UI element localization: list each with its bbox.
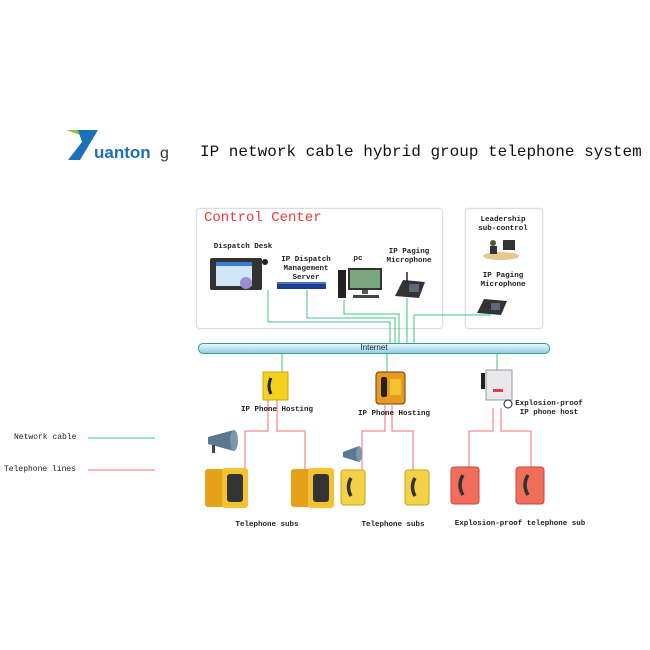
telephone-line (244, 400, 269, 470)
subs-2-label: Telephone subs (361, 521, 425, 529)
telephone-lines (88, 400, 532, 471)
telephone-line (361, 405, 386, 470)
network-cable (306, 290, 396, 343)
host-2-label: IP Phone Hosting (357, 410, 430, 418)
pc-icon (338, 268, 382, 298)
telephone-sub-yellow-2-icon (404, 469, 430, 506)
telephone-sub-open-2-icon (291, 468, 334, 508)
horn-speaker-1-icon (208, 430, 238, 453)
page-title: IP network cable hybrid group telephone … (200, 143, 642, 161)
host-3-label: Explosion-proof IP phone host (515, 400, 583, 417)
telephone-sub-yellow-1-icon (340, 469, 366, 506)
legend-telephone-lines: Telephone lines (4, 465, 77, 474)
network-cable (343, 300, 400, 343)
server-label: IP Dispatch Management Server (281, 256, 331, 282)
network-cables (88, 290, 498, 439)
leadership-paging-mic-label: IP Paging Microphone (480, 272, 526, 289)
network-cable (267, 290, 391, 343)
ip-phone-host-1-icon (262, 371, 289, 401)
leadership-label: Leadership sub-control (478, 216, 528, 233)
dispatch-desk-icon (210, 258, 268, 290)
pc-label: pc (353, 255, 363, 263)
leadership-paging-microphone-icon (477, 299, 507, 315)
explosion-proof-sub-2-icon (515, 466, 545, 505)
subs-1-label: Telephone subs (235, 521, 299, 529)
network-cable (413, 313, 491, 343)
subs-3-label: Explosion-proof telephone sub (454, 520, 586, 528)
internet-label: Internet (360, 343, 388, 352)
svg-text:g: g (160, 145, 169, 162)
horn-speaker-2-icon (343, 446, 362, 462)
explosion-proof-sub-1-icon (450, 466, 480, 505)
telephone-line (276, 400, 306, 470)
paging-microphone-icon (395, 272, 425, 298)
ip-phone-host-2-icon (375, 371, 406, 405)
leadership-box (465, 208, 543, 329)
telephone-sub-open-1-icon (205, 468, 248, 508)
telephone-line (391, 405, 414, 470)
yuantong-logo: uanton g (64, 128, 174, 162)
paging-mic-label: IP Paging Microphone (386, 248, 432, 265)
leadership-operator-icon (483, 240, 519, 260)
host-1-label: IP Phone Hosting (240, 406, 313, 414)
svg-text:uanton: uanton (94, 143, 151, 162)
server-icon (277, 282, 326, 289)
logo-mark-icon: uanton g (66, 130, 169, 162)
telephone-line (468, 408, 494, 468)
legend-network-cable: Network cable (14, 433, 77, 442)
dispatch-desk-label: Dispatch Desk (213, 243, 273, 251)
explosion-proof-host-icon (481, 369, 513, 409)
control-center-title: Control Center (204, 210, 322, 226)
internet-bus: Internet (198, 343, 550, 354)
telephone-line (500, 408, 532, 468)
